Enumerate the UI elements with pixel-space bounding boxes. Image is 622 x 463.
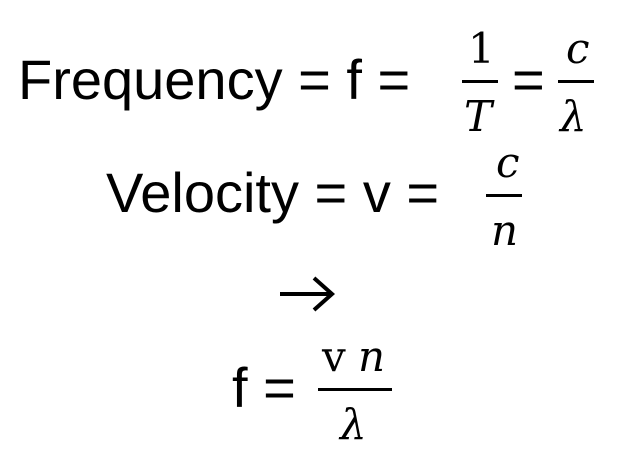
frac2-bar (558, 80, 594, 83)
right-arrow-icon (280, 276, 336, 312)
frac2-numerator: c (566, 24, 590, 73)
velocity-frac-denominator: n (491, 206, 519, 255)
frequency-label: Frequency = f = (18, 48, 411, 111)
frac2-denominator: λ (560, 92, 587, 141)
f-frac-numerator-n: n (358, 332, 386, 381)
f-frac-bar (318, 388, 392, 391)
frac1-numerator: 1 (468, 24, 495, 73)
frac1-denominator: T (464, 92, 493, 141)
velocity-label: Velocity = v = (106, 161, 440, 224)
velocity-frac-bar (486, 194, 522, 197)
f-frac-numerator-v: v (322, 332, 346, 381)
equals-sign: = (512, 48, 545, 111)
f-label: f = (232, 356, 296, 419)
velocity-frac-numerator: c (496, 138, 520, 187)
frac1-bar (462, 80, 498, 83)
f-frac-denominator: λ (340, 400, 367, 449)
